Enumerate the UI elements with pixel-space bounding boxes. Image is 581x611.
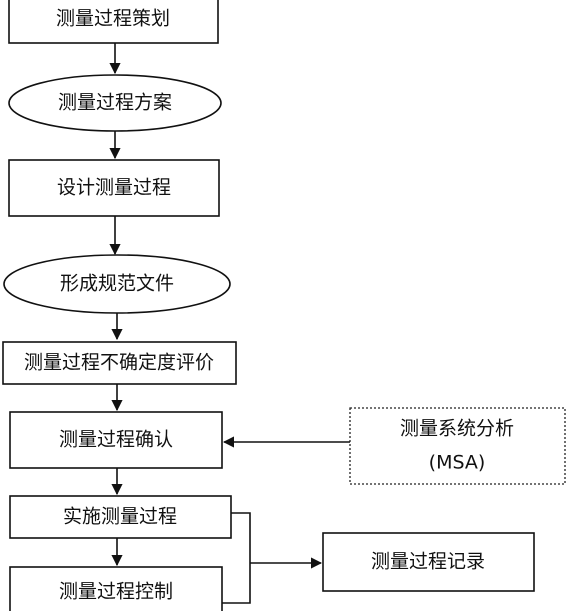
node-record-label: 测量过程记录: [371, 551, 485, 573]
node-confirm-label: 测量过程确认: [59, 429, 173, 451]
node-scheme-label: 测量过程方案: [58, 92, 172, 114]
bracket-implement-control: [222, 512, 251, 604]
node-design-box: [8, 159, 220, 217]
node-design-label: 设计测量过程: [57, 177, 171, 199]
node-plan-box: [8, 0, 219, 44]
node-control-label: 测量过程控制: [59, 581, 173, 603]
node-record-box: [322, 532, 535, 592]
node-uncertainty-box: [2, 341, 237, 385]
node-msa-box: [349, 407, 566, 485]
node-uncertainty-label: 测量过程不确定度评价: [24, 352, 214, 374]
node-plan-label: 测量过程策划: [56, 8, 170, 30]
node-msa-label-line2: (MSA): [429, 452, 486, 474]
node-msa-label-line1: 测量系统分析: [400, 418, 514, 440]
node-spec-label: 形成规范文件: [60, 273, 174, 295]
node-implement-label: 实施测量过程: [63, 506, 177, 528]
node-control-box: [9, 566, 223, 611]
node-implement-box: [9, 495, 232, 539]
node-confirm-box: [9, 411, 223, 469]
